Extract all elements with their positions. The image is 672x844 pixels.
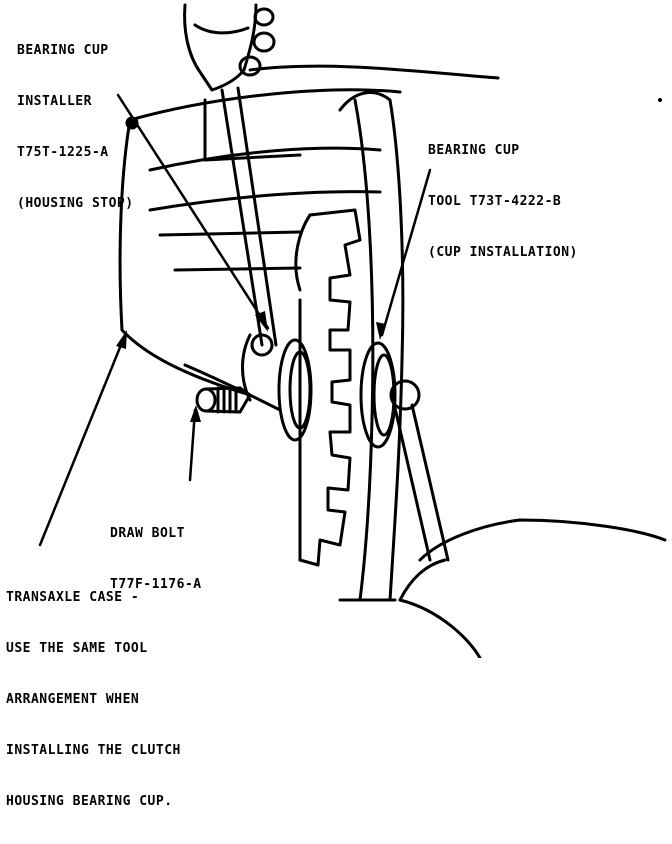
draw-bolt-callout: DRAW BOLT T77F-1176-A xyxy=(110,491,202,627)
callout-line: T77F-1176-A xyxy=(110,577,202,592)
arrow-cup-tool xyxy=(376,322,386,340)
diagram-canvas: BEARING CUP INSTALLER T75T-1225-A (HOUSI… xyxy=(6,3,667,809)
housing-flange xyxy=(338,91,405,602)
upper-hand xyxy=(183,3,276,92)
leader-installer xyxy=(116,93,270,330)
callout-line: BEARING CUP xyxy=(17,43,109,58)
arrow-installer xyxy=(255,311,268,332)
arrow-draw-bolt xyxy=(190,405,201,422)
callout-line: ARRANGEMENT WHEN xyxy=(6,692,140,707)
differential-gear xyxy=(294,208,362,567)
callout-line: (CUP INSTALLATION) xyxy=(428,245,578,260)
callout-line: TRANSAXLE CASE - xyxy=(6,590,140,605)
callout-line: TOOL T73T-4222-B xyxy=(428,194,562,209)
arrowheads xyxy=(116,311,386,422)
leader-cup-tool xyxy=(380,168,432,337)
draw-bolt xyxy=(195,386,252,414)
installer-callout: BEARING CUP INSTALLER T75T-1225-A (HOUSI… xyxy=(17,8,134,246)
callout-line: HOUSING BEARING CUP. xyxy=(6,794,173,809)
callout-line: (HOUSING STOP) xyxy=(17,196,134,211)
case-callout: TRANSAXLE CASE - USE THE SAME TOOL ARRAN… xyxy=(6,555,181,844)
arrow-case xyxy=(116,330,127,349)
callout-line: INSTALLER xyxy=(17,94,92,109)
callout-line: USE THE SAME TOOL xyxy=(6,641,148,656)
callout-line: DRAW BOLT xyxy=(110,526,185,541)
installer-rod xyxy=(220,86,278,347)
cup-tool-callout: BEARING CUP TOOL T73T-4222-B (CUP INSTAL… xyxy=(428,108,578,295)
stray-mark xyxy=(658,98,662,102)
callout-line: T75T-1225-A xyxy=(17,145,109,160)
bearing-cups xyxy=(241,333,397,449)
leader-case xyxy=(38,333,127,547)
callout-line: BEARING CUP xyxy=(428,143,520,158)
callout-line: INSTALLING THE CLUTCH xyxy=(6,743,181,758)
lower-hand xyxy=(389,379,667,658)
transaxle-illustration xyxy=(38,3,667,658)
